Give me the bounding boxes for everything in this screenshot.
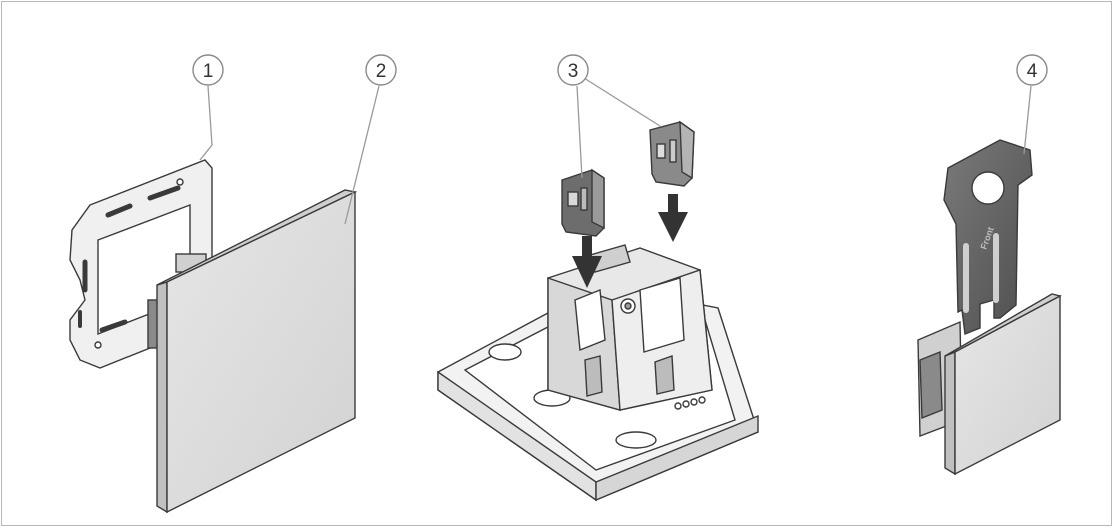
- callout-1-label: 1: [203, 61, 214, 82]
- callout-1: 1: [192, 54, 224, 86]
- callout-leaders: [199, 77, 1032, 225]
- arrow-left: [572, 236, 602, 288]
- base-plate: [437, 244, 759, 502]
- callout-3: 3: [557, 54, 589, 86]
- arrow-right: [658, 194, 688, 242]
- callout-4-label: 4: [1027, 61, 1038, 82]
- callout-2-label: 2: [376, 61, 387, 82]
- insert-left: [561, 168, 605, 237]
- switch-panel: [147, 189, 358, 514]
- callout-4: 4: [1016, 54, 1048, 86]
- callout-3-label: 3: [568, 61, 579, 82]
- callout-2: 2: [365, 54, 397, 86]
- insert-right: [649, 120, 695, 187]
- assembly-tool: [917, 139, 1062, 476]
